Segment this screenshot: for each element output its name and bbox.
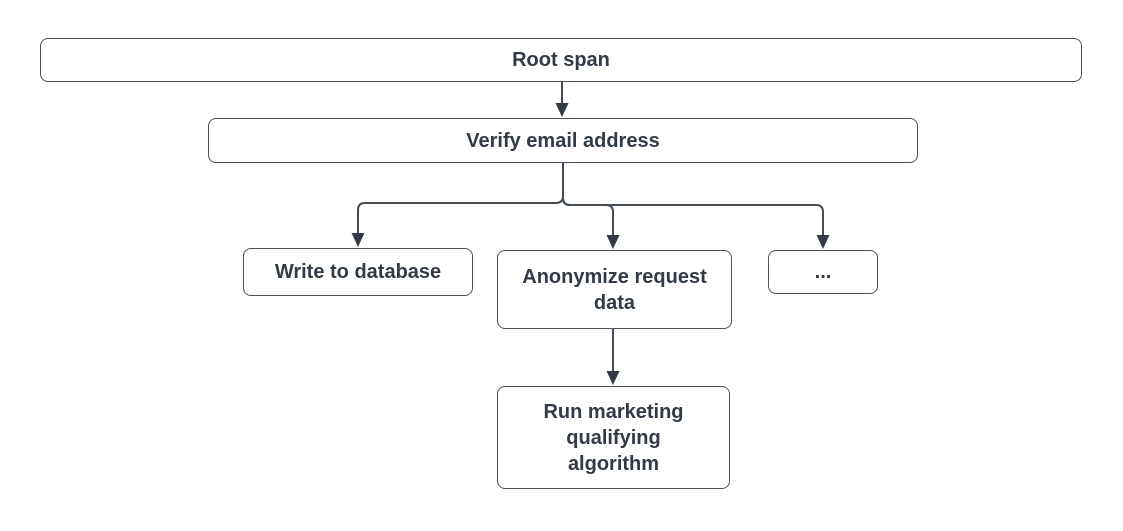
node-write-to-database: Write to database [243,248,473,296]
arrowhead-icon [816,235,830,249]
node-root-span-label: Root span [512,49,610,71]
arrowhead-icon [555,103,569,117]
node-anonymize-request-data: Anonymize request data [497,250,732,329]
node-run-marketing-qualifying-algorithm-label: Run marketing qualifying algorithm [543,400,684,475]
arrowhead-icon [606,235,620,249]
node-verify-email-address: Verify email address [208,118,918,163]
edge-verify-to-write-db [351,163,564,247]
node-anonymize-request-data-label: Anonymize request data [522,265,707,314]
node-run-marketing-qualifying-algorithm: Run marketing qualifying algorithm [497,386,730,489]
edge-root-to-verify [555,82,569,117]
node-ellipsis: ... [768,250,878,294]
edge-verify-to-ellipsis [562,163,830,249]
node-ellipsis-label: ... [814,261,832,283]
edge-anonymize-to-run-marketing [606,329,620,385]
arrowhead-icon [606,371,620,385]
node-verify-email-address-label: Verify email address [466,129,660,152]
node-write-to-database-label: Write to database [274,261,442,283]
arrowhead-icon [351,233,365,247]
node-root-span: Root span [40,38,1082,82]
